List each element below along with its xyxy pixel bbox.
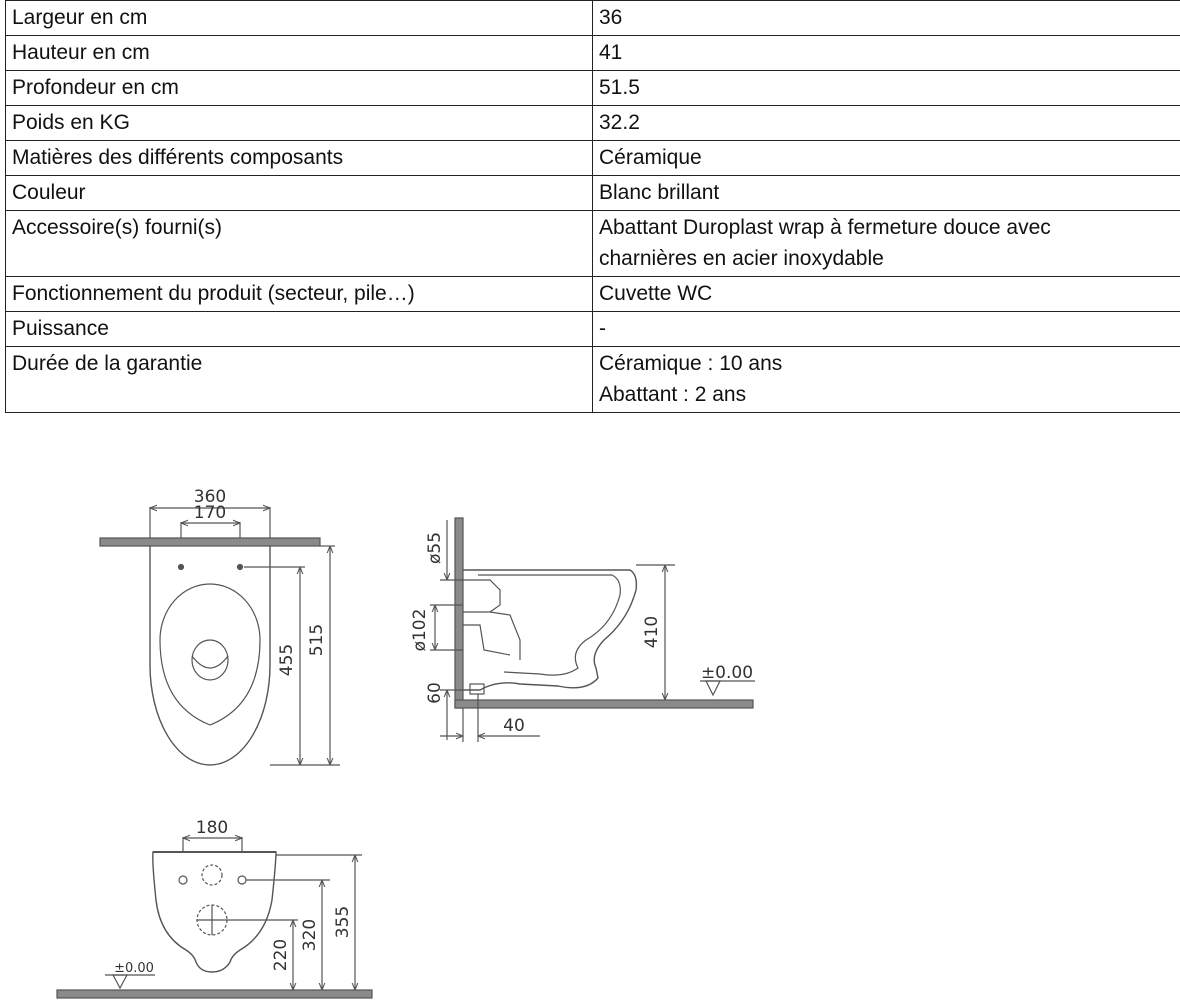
table-row: Accessoire(s) fourni(s) Abattant Duropla…	[5, 210, 1180, 277]
spec-value: Céramique	[592, 140, 1180, 176]
spec-value: Cuvette WC	[592, 276, 1180, 312]
spec-label: Largeur en cm	[5, 0, 593, 36]
spec-value: 36	[592, 0, 1180, 36]
dim-40-label: 40	[503, 716, 525, 736]
spec-value: 32.2	[592, 105, 1180, 141]
dim-o102-label: ø102	[410, 609, 430, 652]
spec-label: Profondeur en cm	[5, 70, 593, 106]
table-row: Matières des différents composants Céram…	[5, 140, 1180, 176]
spec-value: Abattant Duroplast wrap à fermeture douc…	[592, 210, 1180, 277]
dim-o55-label: ø55	[425, 532, 445, 564]
spec-label: Durée de la garantie	[5, 346, 593, 413]
dim-410-label: 410	[642, 616, 662, 648]
dim-220-label: 220	[271, 939, 291, 971]
floor-level-label: ±0.00	[701, 663, 753, 683]
dim-180-label: 180	[196, 818, 228, 838]
top-view-drawing	[99, 507, 340, 766]
table-row: Durée de la garantie Céramique : 10 ans …	[5, 346, 1180, 413]
spec-label: Accessoire(s) fourni(s)	[5, 210, 593, 277]
table-row: Profondeur en cm 51.5	[5, 70, 1180, 106]
table-row: Poids en KG 32.2	[5, 105, 1180, 141]
table-row: Fonctionnement du produit (secteur, pile…	[5, 276, 1180, 312]
dim-455-label: 455	[277, 644, 297, 676]
table-row: Largeur en cm 36	[5, 0, 1180, 36]
spec-label: Poids en KG	[5, 105, 593, 141]
dim-60-label: 60	[425, 682, 445, 704]
side-view-drawing	[430, 517, 755, 742]
dim-360-label: 360	[194, 487, 226, 507]
front-view-drawing	[56, 837, 373, 999]
spec-value: 51.5	[592, 70, 1180, 106]
table-row: Couleur Blanc brillant	[5, 175, 1180, 211]
dim-355-label: 355	[333, 906, 353, 938]
spec-table: Largeur en cm 36 Hauteur en cm 41 Profon…	[5, 0, 1180, 413]
dim-170-label: 170	[194, 503, 226, 523]
front-floor-level-label: ±0.00	[114, 961, 154, 976]
dim-320-label: 320	[300, 919, 320, 951]
spec-value: Céramique : 10 ans Abattant : 2 ans	[592, 346, 1180, 413]
dim-515-label: 515	[307, 624, 327, 656]
